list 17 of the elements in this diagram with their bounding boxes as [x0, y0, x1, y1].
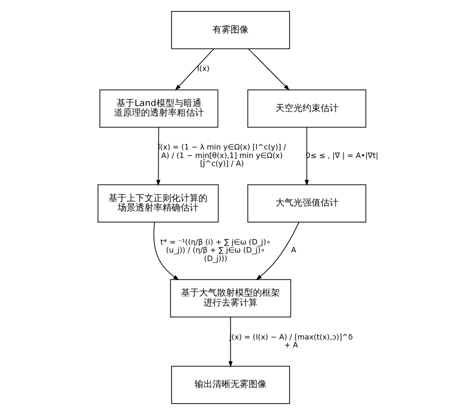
node-box: 有雾图像: [170, 11, 290, 50]
node-box: 大气光强值估计: [246, 184, 366, 222]
edge-label: I(x): [196, 64, 210, 74]
arrow: [304, 126, 308, 186]
node-box: 基于上下文正则化计算的场景透射率精确估计: [97, 184, 218, 222]
arrow: [255, 222, 299, 280]
arrow: [152, 222, 179, 280]
node-box: 基于Land模型与暗通道原理的透射率粗估计: [98, 89, 218, 128]
node-box: 输出清晰无雾图像: [170, 366, 290, 404]
arrow: [174, 48, 214, 90]
arrow: [156, 126, 160, 186]
edge-label: t* = ⁻¹((η/β (i) + ∑ j∈ω (D_j)∘ (u_j)) / (η/β + ∑ j∈ω (D_j)∘ (D_j))): [160, 237, 270, 263]
arrow: [228, 316, 232, 368]
edge-label: A: [290, 246, 296, 255]
node-box: 基于大气散射模型的框架进行去雾计算: [170, 279, 291, 318]
node-box: 天空光约束估计: [246, 89, 366, 128]
arrow: [248, 48, 290, 90]
